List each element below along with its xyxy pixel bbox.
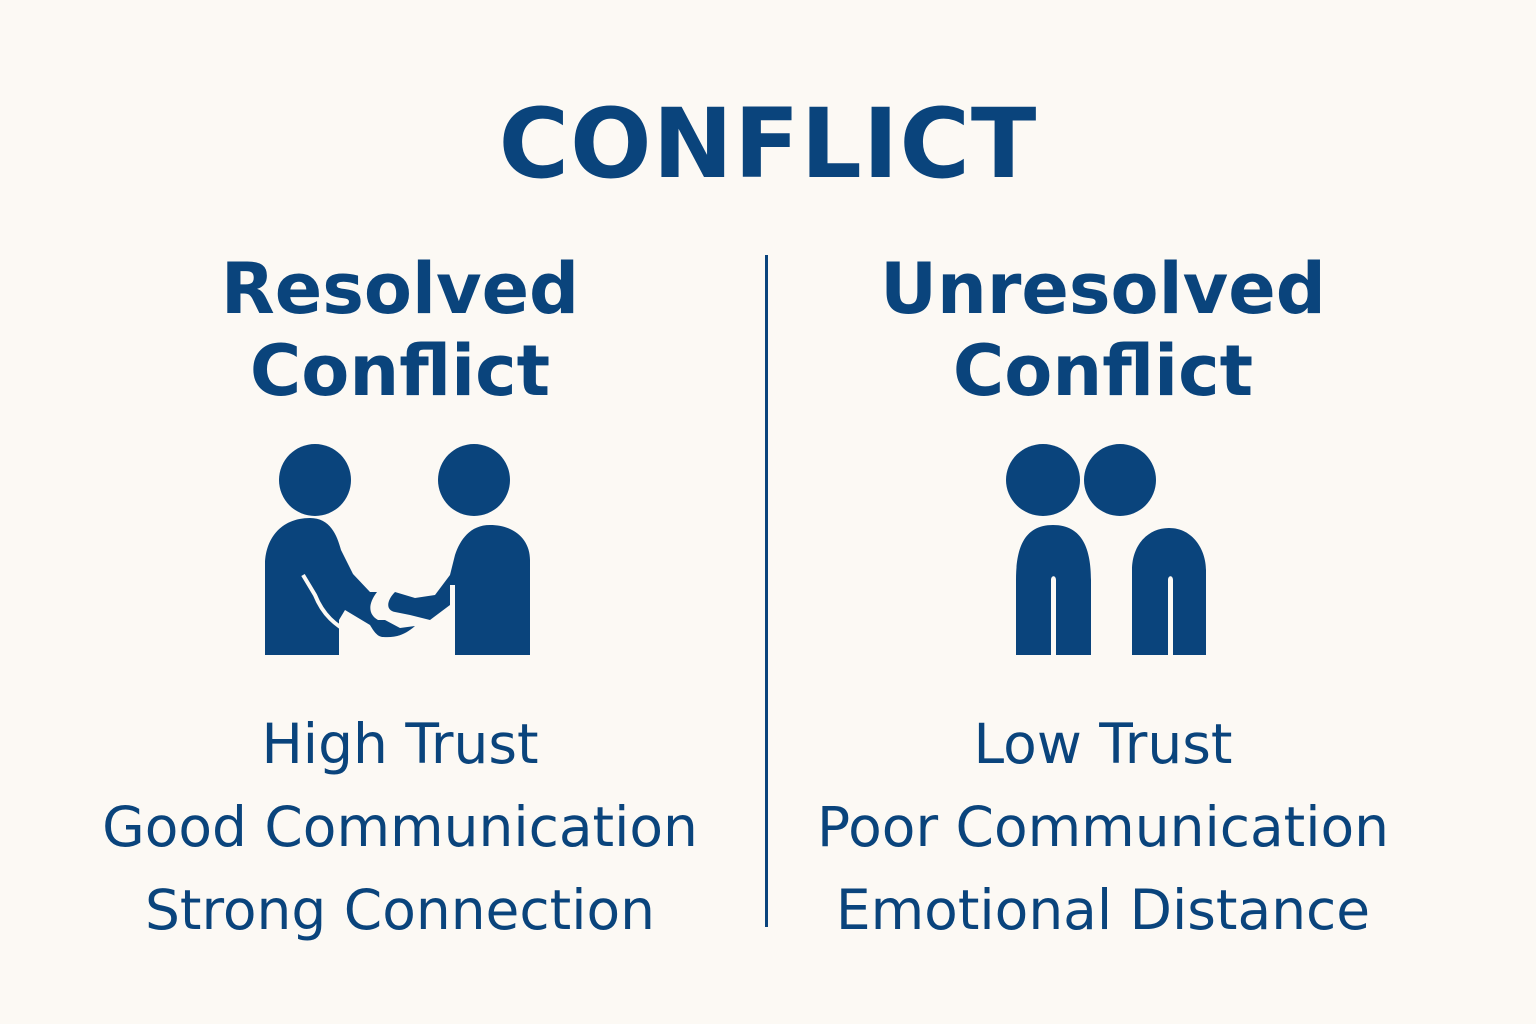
trait-item: Poor Communication (816, 795, 1390, 859)
divider (765, 255, 768, 927)
unresolved-heading: Unresolved Conflict (753, 248, 1453, 412)
handshake-people-icon (265, 444, 530, 655)
heading-line: Conflict (249, 330, 551, 412)
resolved-heading: Resolved Conflict (50, 248, 750, 412)
page-title: CONFLICT (498, 88, 1038, 200)
unresolved-column: Unresolved Conflict Low Trust Poor Commu… (753, 248, 1453, 952)
resolved-column: Resolved Conflict High Trust Good Commun… (50, 248, 750, 952)
heading-line: Resolved (220, 248, 580, 330)
unresolved-traits: Low Trust Poor Communication Emotional D… (753, 703, 1453, 952)
resolved-traits: High Trust Good Communication Strong Con… (50, 703, 750, 952)
trait-item: Low Trust (973, 712, 1233, 776)
heading-line: Unresolved (880, 248, 1326, 330)
trait-item: Strong Connection (145, 878, 655, 942)
trait-item: Good Communication (102, 795, 698, 859)
trait-item: Emotional Distance (835, 878, 1371, 942)
trait-item: High Trust (261, 712, 539, 776)
heading-line: Conflict (952, 330, 1254, 412)
two-people-apart-icon (1006, 444, 1206, 655)
